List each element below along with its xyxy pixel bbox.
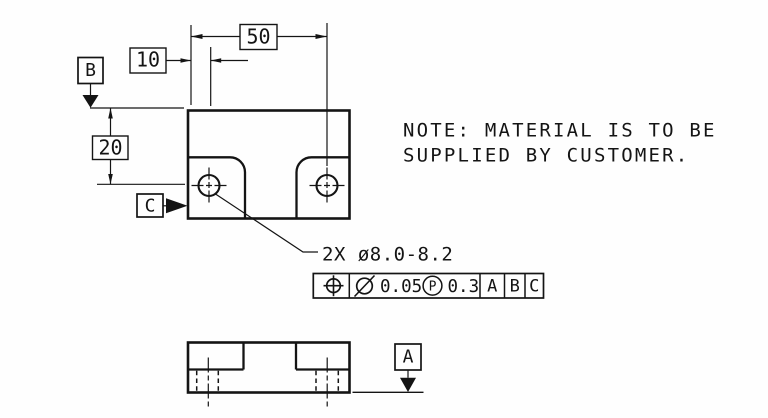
arrowhead-icon bbox=[108, 174, 113, 185]
datum-triangle-icon bbox=[82, 95, 99, 108]
datum-feature-c: C bbox=[136, 193, 188, 218]
arrowhead-icon bbox=[191, 34, 203, 39]
dimension-value-20: 20 bbox=[98, 136, 122, 160]
datum-feature-b: B bbox=[77, 56, 104, 108]
hole-callout-text: 2X ø8.0-8.2 bbox=[322, 244, 453, 266]
datum-a-label: A bbox=[403, 347, 414, 368]
arrowhead-icon bbox=[315, 34, 327, 39]
datum-a-box bbox=[394, 343, 422, 371]
dimension-value-10: 10 bbox=[136, 48, 160, 72]
note-line-1: NOTE: MATERIAL IS TO BE bbox=[403, 120, 717, 142]
datum-triangle-icon bbox=[166, 198, 188, 214]
diameter-symbol-icon bbox=[353, 274, 376, 298]
dimension-edge-to-hole: 10 bbox=[129, 47, 248, 106]
step-edge-left bbox=[188, 156, 247, 219]
part-outline-top-view bbox=[186, 109, 351, 220]
arrowhead-icon bbox=[108, 108, 113, 119]
dimension-hole-spacing: 50 bbox=[190, 23, 328, 166]
datum-c-label: C bbox=[145, 196, 156, 217]
arrowhead-icon bbox=[180, 58, 191, 63]
step-edge-right bbox=[295, 156, 350, 219]
basic-dimension-box-50 bbox=[239, 23, 278, 51]
leader-line bbox=[215, 193, 318, 253]
note-line-2: SUPPLIED BY CUSTOMER. bbox=[403, 145, 689, 167]
basic-dimension-box-10 bbox=[129, 47, 167, 74]
datum-feature-a: A bbox=[352, 343, 424, 393]
feature-control-frame: 0.05 P 0.3 A B C bbox=[312, 272, 545, 299]
dimension-value-50: 50 bbox=[246, 25, 270, 49]
drawing-note: NOTE: MATERIAL IS TO BE SUPPLIED BY CUST… bbox=[403, 120, 717, 167]
hole-callout: 2X ø8.0-8.2 bbox=[215, 193, 453, 266]
projected-tolerance-letter: P bbox=[429, 279, 437, 294]
basic-dimension-box-20 bbox=[91, 135, 129, 161]
fcf-datum-ref-c: C bbox=[529, 277, 539, 297]
top-view bbox=[186, 109, 351, 220]
projected-tolerance-icon: P bbox=[422, 275, 443, 296]
fcf-datum-ref-a: A bbox=[487, 277, 497, 297]
datum-triangle-icon bbox=[400, 377, 416, 392]
dimension-datum-b-to-holes: 20 bbox=[90, 107, 185, 185]
fcf-tolerance-value: 0.05 bbox=[380, 277, 422, 297]
front-view bbox=[186, 341, 351, 407]
fcf-projection-value: 0.3 bbox=[448, 277, 480, 297]
datum-b-label: B bbox=[85, 60, 96, 81]
arrowhead-icon bbox=[210, 58, 222, 63]
fcf-datum-ref-b: B bbox=[510, 277, 520, 297]
position-symbol-icon bbox=[323, 275, 344, 297]
part-outline-front-view bbox=[186, 341, 351, 394]
